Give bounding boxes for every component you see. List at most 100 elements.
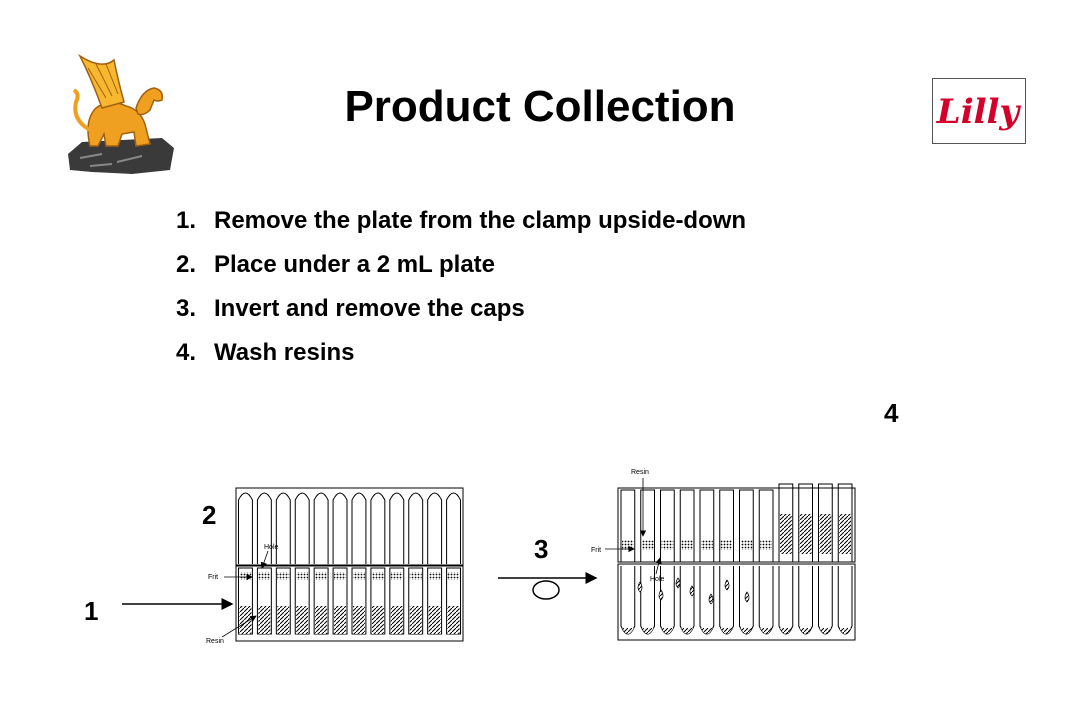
hole-label-right: Hole	[650, 576, 665, 583]
svg-text:Lilly: Lilly	[936, 92, 1022, 132]
resin-fill	[371, 606, 384, 634]
resin-fill	[819, 514, 832, 554]
resin-band	[622, 540, 634, 550]
marker-1: 1	[84, 596, 99, 626]
upper-well	[640, 489, 655, 563]
droplet	[744, 591, 750, 603]
upper-well	[256, 492, 272, 564]
collected-product	[720, 628, 733, 634]
upper-well	[719, 489, 734, 563]
upper-well	[837, 483, 853, 563]
upper-well	[408, 492, 424, 564]
step-4: 4. Wash resins	[176, 337, 856, 369]
upper-well	[427, 492, 443, 564]
resin-label-right: Resin	[631, 469, 649, 476]
upper-well	[739, 489, 754, 563]
marker-2: 2	[202, 500, 217, 530]
lower-well	[837, 566, 853, 635]
resin-fill	[277, 606, 290, 634]
collected-product	[701, 628, 713, 634]
frit-label-right: Frit	[591, 547, 601, 554]
upper-well	[351, 492, 367, 564]
hole-pointer-left	[260, 550, 269, 569]
droplet	[658, 589, 664, 601]
step-text: Invert and remove the caps	[214, 295, 525, 322]
resin-fill	[799, 514, 812, 554]
frit-band	[296, 572, 309, 580]
resin-fill	[353, 606, 365, 634]
upper-plate-frame	[235, 487, 464, 566]
frit-band	[315, 572, 328, 580]
frit-band	[409, 572, 422, 580]
upper-well	[389, 492, 405, 564]
left-plate-group	[235, 487, 464, 642]
upper-well	[758, 489, 774, 563]
resin-fill	[428, 606, 441, 634]
upper-well	[778, 483, 794, 563]
resin-fill	[409, 606, 422, 634]
lower-plate-frame	[235, 565, 464, 642]
resin-fill	[258, 606, 271, 634]
collected-product	[641, 628, 654, 634]
upper-well	[660, 489, 675, 563]
step-text: Wash resins	[214, 339, 355, 366]
resin-band	[760, 540, 772, 550]
step-text: Remove the plate from the clamp upside-d…	[214, 207, 747, 234]
frit-band	[239, 572, 252, 580]
collected-product	[760, 628, 772, 634]
resin-band	[661, 540, 674, 550]
resin-fill	[296, 606, 309, 634]
resin-fill	[390, 606, 403, 634]
griffin-logo	[68, 53, 174, 174]
lower-well	[778, 566, 794, 635]
collected-product	[780, 628, 792, 634]
frit-label-left: Frit	[208, 574, 218, 581]
droplet	[675, 577, 681, 589]
upper-well	[818, 483, 833, 563]
rotate-symbol	[532, 580, 560, 600]
droplet	[724, 579, 730, 591]
upper-well	[699, 489, 715, 563]
steps-list: 1. Remove the plate from the clamp upsid…	[176, 205, 856, 381]
resin-fill	[780, 514, 792, 554]
resin-band	[720, 540, 733, 550]
collected-product	[622, 628, 634, 634]
frit-band	[428, 572, 441, 580]
resin-label-left: Resin	[206, 638, 224, 645]
lower-well	[620, 566, 636, 635]
lilly-logo: Lilly	[932, 78, 1026, 144]
frit-band	[258, 572, 271, 580]
lower-well	[758, 566, 774, 635]
collected-product	[819, 628, 832, 634]
droplet	[689, 585, 695, 597]
lower-plate-frame	[617, 563, 856, 641]
lower-well	[679, 566, 695, 635]
upper-well	[370, 492, 386, 564]
upper-well	[294, 492, 310, 564]
resin-band	[681, 540, 693, 550]
frit-band	[390, 572, 403, 580]
frit-band	[353, 572, 365, 580]
upper-well	[332, 492, 348, 564]
frit-band	[447, 572, 460, 580]
step-number: 2.	[176, 251, 197, 278]
upper-well	[620, 489, 636, 563]
resin-band	[740, 540, 753, 550]
upper-plate-frame	[617, 487, 856, 563]
resin-fill	[839, 514, 851, 554]
resin-fill	[447, 606, 460, 634]
resin-band	[641, 540, 654, 550]
resin-fill	[239, 606, 252, 634]
step-1: 1. Remove the plate from the clamp upsid…	[176, 205, 856, 237]
marker-3: 3	[534, 534, 549, 564]
upper-well	[446, 492, 461, 564]
collected-product	[740, 628, 753, 634]
lower-well	[798, 566, 813, 635]
step-text: Place under a 2 mL plate	[214, 251, 496, 278]
step-number: 3.	[176, 295, 197, 322]
collected-product	[839, 628, 851, 634]
upper-well	[679, 489, 695, 563]
hole-label-left: Hole	[264, 544, 279, 551]
collected-product	[661, 628, 674, 634]
